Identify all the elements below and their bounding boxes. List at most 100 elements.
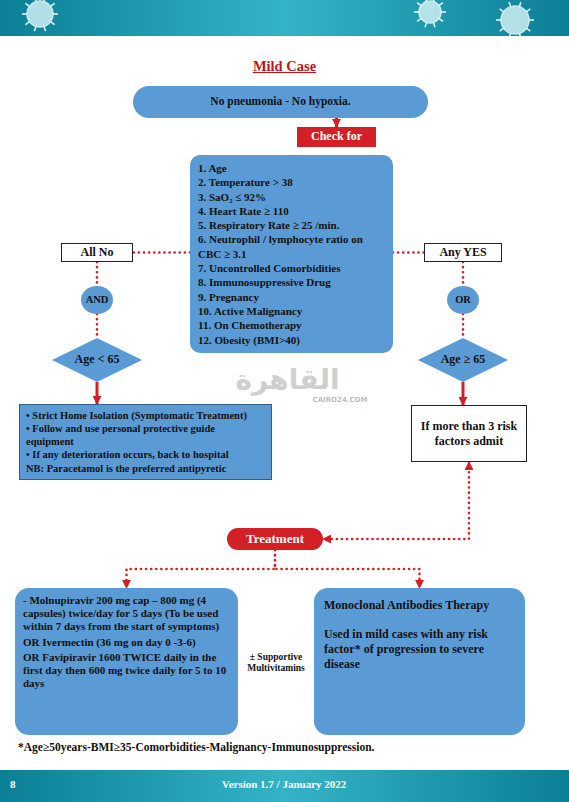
virus-spike: [425, 0, 427, 2]
node-text: Treatment: [246, 532, 304, 547]
node-subtext: 11. On Chemotherapy: [198, 318, 385, 332]
node-text: Monoclonal Antibodies Therapy: [324, 598, 515, 613]
diamond-shape: [52, 338, 142, 382]
footer-band: [0, 770, 569, 802]
circle-shape: [447, 286, 479, 314]
virus-spikes: [22, 0, 534, 38]
node-text: Any YES: [439, 246, 486, 260]
node-subtext: 5. Respiratory Rate ≥ 25 /min.: [198, 218, 385, 232]
connector: [127, 550, 276, 588]
treatment-label: Treatment: [227, 528, 323, 550]
decision-diamond: Age < 65: [52, 338, 142, 382]
virus-spike: [44, 26, 46, 31]
node-subtext: 6. Neutrophil / lymphocyte ratio on CBC …: [198, 232, 385, 261]
virus-spike: [34, 26, 36, 31]
virus-spike: [439, 18, 443, 21]
virus-spike: [500, 9, 504, 12]
treatment-box: Monoclonal Antibodies TherapyUsed in mil…: [314, 588, 525, 735]
virus-spike: [433, 0, 435, 2]
note-label: ± Supportive Multivitamins: [238, 652, 314, 674]
node-text: Check for: [311, 130, 362, 144]
connector: [335, 118, 338, 127]
circle-shape: [81, 286, 113, 314]
virus-spike: [529, 19, 534, 21]
connector: [133, 251, 190, 254]
criteria-list: 1. Age2. Temperature > 383. SaO₂ ≤ 92%4.…: [190, 155, 393, 353]
virus-spike: [414, 11, 419, 13]
virus-spike: [519, 2, 521, 7]
node-subtext: OR Ivermectin (36 mg on day 0 -3-6): [23, 636, 230, 649]
decision-diamond: Age ≥ 65: [418, 338, 508, 382]
node-text: • Strict Home Isolation (Symptomatic Tre…: [26, 409, 265, 422]
virus-spike: [526, 28, 530, 31]
connector: [96, 314, 99, 338]
node-subtext: 7. Uncontrolled Comorbidities: [198, 261, 385, 275]
node-subtext: OR Favipiravir 1600 TWICE daily in the f…: [23, 651, 230, 691]
virus-spike: [441, 11, 446, 13]
check-label: Check for: [297, 127, 376, 147]
process-box: If more than 3 risk factors admit: [411, 405, 527, 462]
page-number: 8: [10, 778, 30, 791]
virus-spike: [519, 33, 521, 38]
connector: [462, 262, 465, 286]
connector: [275, 550, 420, 588]
virus-spike: [433, 22, 435, 27]
node-subtext: 12. Obesity (BMI>40): [198, 333, 385, 347]
virus-spike: [509, 2, 511, 7]
virus-spike: [509, 33, 511, 38]
node-text: OR: [455, 294, 471, 306]
watermark: القاهرة: [200, 364, 375, 396]
diamond-shape: [418, 338, 508, 382]
node-text: Age < 65: [75, 353, 120, 367]
node-subtext: 2. Temperature > 38: [198, 175, 385, 189]
node-subtext: 3. SaO₂ ≤ 92%: [198, 190, 385, 204]
connector: [96, 382, 99, 404]
node-subtext: • If any deterioration occurs, back to h…: [26, 448, 265, 461]
connector: [96, 262, 99, 286]
header-band: [0, 0, 569, 36]
node-subtext: Used in mild cases with any risk factor*…: [324, 627, 515, 672]
virus-spike: [417, 18, 421, 21]
node-subtext: 8. Immunosuppressive Drug: [198, 275, 385, 289]
virus-spike: [51, 22, 55, 25]
virus-spike: [496, 19, 501, 21]
node-text: - Molnupiravir 200 mg cap – 800 mg (4 ca…: [23, 594, 230, 634]
node-text: Age ≥ 65: [441, 353, 486, 367]
virus-spike: [500, 28, 504, 31]
branch-label: All No: [61, 243, 133, 262]
virus-spike: [44, 0, 46, 2]
node-subtext: • Follow and use personal protective gui…: [26, 422, 265, 448]
node-text: 1. Age: [198, 161, 385, 175]
virus-spike: [25, 22, 29, 25]
virus-spike: [425, 22, 427, 27]
node-text: No pneumonia - No hypoxia.: [210, 95, 350, 108]
node-text: If more than 3 risk factors admit: [415, 419, 523, 448]
virus-spike: [439, 3, 443, 6]
node-subtext: 4. Heart Rate ≥ 110: [198, 204, 385, 218]
virus-spike: [51, 3, 55, 6]
process-box: • Strict Home Isolation (Symptomatic Tre…: [19, 404, 272, 480]
connector: [462, 314, 465, 338]
start-box: No pneumonia - No hypoxia.: [133, 86, 428, 118]
watermark: CAIRO24.COM: [300, 396, 380, 404]
footnote: *Age≥50years-BMI≥35-Comorbidities-Malign…: [18, 741, 558, 754]
virus-spike: [53, 13, 58, 15]
connector-circle: OR: [447, 286, 479, 314]
branch-label: Any YES: [424, 243, 502, 262]
connector-circle: AND: [81, 286, 113, 314]
virus-spike: [22, 13, 27, 15]
page-title: Mild Case: [0, 58, 569, 75]
node-subtext: NB: Paracetamol is the preferred antipyr…: [26, 462, 265, 475]
connector: [393, 251, 424, 254]
virus-spike: [417, 3, 421, 6]
node-subtext: 10. Active Malignancy: [198, 304, 385, 318]
connector: [462, 382, 465, 405]
node-text: All No: [81, 246, 114, 260]
virus-icons: [27, 1, 529, 34]
treatment-box: - Molnupiravir 200 mg cap – 800 mg (4 ca…: [15, 588, 238, 735]
version-label: Version 1.7 / January 2022: [150, 778, 418, 791]
node-text: AND: [86, 294, 109, 306]
node-subtext: 9. Pregnancy: [198, 290, 385, 304]
connector: [323, 462, 469, 539]
virus-spike: [34, 0, 36, 2]
